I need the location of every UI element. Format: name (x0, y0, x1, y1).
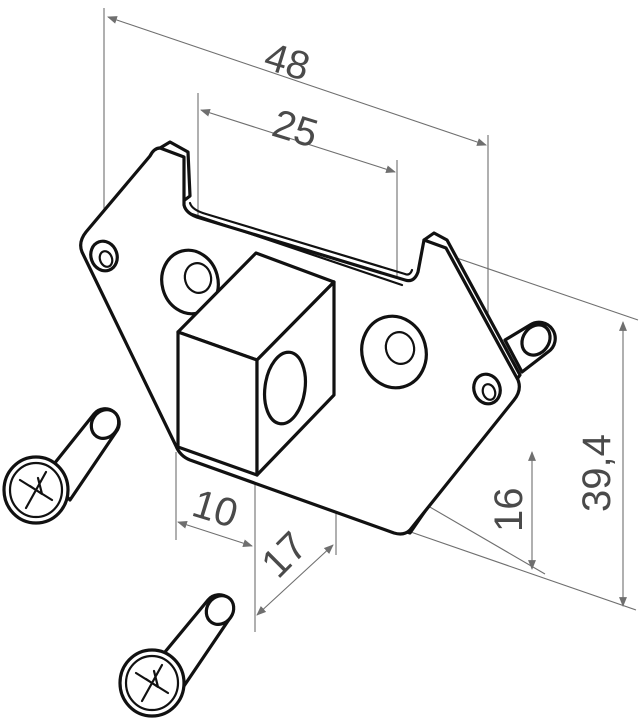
square-block (176, 251, 336, 477)
dim-label-39-4: 39,4 (575, 434, 619, 512)
phillips-icon (134, 663, 170, 703)
dim-line-48 (107, 16, 487, 146)
dim-line-25 (200, 108, 396, 174)
dimension-lines (107, 16, 627, 616)
countersunk-screw (118, 593, 236, 718)
dim-label-17: 17 (253, 524, 316, 587)
countersunk-screw (2, 407, 121, 525)
dim-line-17 (256, 544, 334, 616)
phillips-icon (18, 470, 54, 510)
dim-label-16: 16 (487, 488, 531, 533)
block-bore (262, 350, 308, 426)
countersunk-hole-right (360, 314, 428, 390)
dim-label-48: 48 (259, 35, 314, 90)
dim-label-10: 10 (187, 482, 242, 537)
dim-line-10 (177, 520, 253, 548)
pin (503, 320, 557, 374)
dim-label-25: 25 (267, 102, 322, 157)
